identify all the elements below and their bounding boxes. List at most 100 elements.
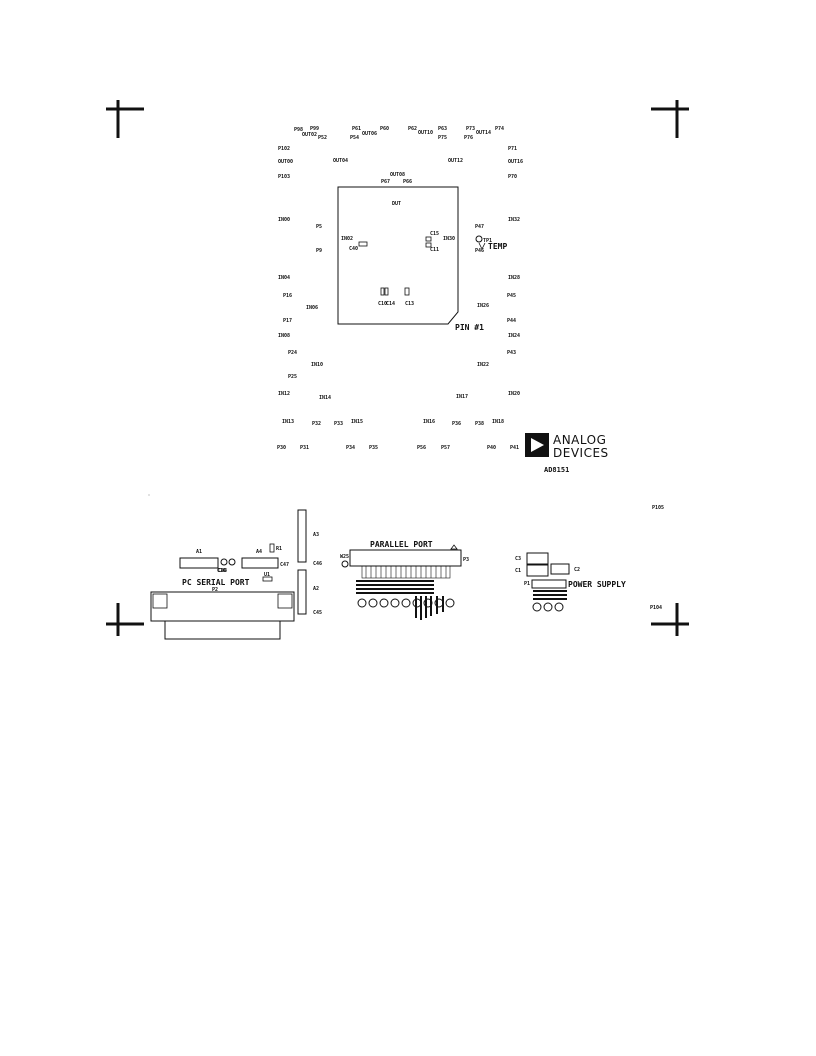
pin-label: P38 [475,421,484,427]
pin-label: IN30 [443,236,455,242]
pin-label: P60 [380,126,389,132]
pin-label: P34 [346,445,355,451]
u1-part [262,576,273,582]
pin-label: IN28 [508,275,520,281]
pin-label: IN14 [319,395,331,401]
pin-label: P45 [507,293,516,299]
bottom-pin-labels: IN13 P32 P33 IN15 IN16 P36 P38 IN18 IN17… [277,394,519,451]
pin-label: IN15 [351,419,363,425]
power-supply-traces [533,590,567,600]
pin-label: P30 [277,445,286,451]
parallel-port-title: PARALLEL PORT [370,540,433,549]
c16-label: C16 [217,568,226,574]
side-pin-labels: P102 OUT00 P103 OUT04 OUT08 P67 P66 OUT1… [278,146,523,401]
pin-label: P103 [278,174,290,180]
u1-label: U1 [264,572,270,578]
c1-label: C1 [515,568,521,574]
pin-label: IN02 [341,236,353,242]
testpoint [220,558,228,566]
pin-label: OUT06 [362,131,377,137]
cap-c10 [380,287,385,296]
pin-label: P47 [475,224,484,230]
logo-line2: DEVICES [553,446,609,460]
pin-label: P56 [417,445,426,451]
tp1-testpoint [475,235,483,243]
pin-label: P75 [438,135,447,141]
dut-outline [337,186,459,325]
pin-label: P31 [300,445,309,451]
temp-label: TEMP [488,242,507,251]
w25-label: W25 [340,554,349,560]
cap-c40-label: C40 [349,246,358,252]
pin-label: IN06 [306,305,318,311]
pin-label: IN10 [311,362,323,368]
pin-label: P5 [316,224,322,230]
pin-label: P46 [475,248,484,254]
cap-c3 [526,552,549,565]
pin-label: P35 [369,445,378,451]
pin-label: P74 [495,126,504,132]
pin-label: P41 [510,445,519,451]
pin-label: P24 [288,350,297,356]
cap-c2 [550,563,570,575]
p3-label: P3 [463,557,469,563]
pin-label: OUT04 [333,158,348,164]
a1-part [179,557,219,569]
cap-c1 [526,564,549,577]
pin-label: IN24 [508,333,520,339]
r1-part [269,543,275,553]
analog-devices-logo: ANALOG DEVICES [525,433,609,460]
testpoint [228,558,236,566]
pin-label: P67 [381,179,390,185]
pin-label: IN18 [492,419,504,425]
pin-label: OUT00 [278,159,293,165]
cap-c15 [425,236,432,242]
parallel-port-traces [415,596,444,620]
pin-label: IN08 [278,333,290,339]
parallel-port-testpoints [357,598,455,608]
pin-label: IN12 [278,391,290,397]
c46-label: C46 [313,561,322,567]
registration-marks [106,100,689,636]
pin-label: P32 [312,421,321,427]
logo-line1: ANALOG [553,433,606,447]
parallel-port-pins [356,565,451,594]
pin-label: P73 [466,126,475,132]
pin-label: P36 [452,421,461,427]
pin-label: P44 [507,318,516,324]
part-number: AD8151 [544,466,569,474]
c48-label: C48 [218,568,227,574]
cap-c13-label: C13 [405,301,414,307]
r1-label: R1 [276,546,282,552]
pin-label: IN00 [278,217,290,223]
parallel-port-connector [349,549,462,567]
cap-c14-label: C14 [386,301,395,307]
pin-label: P66 [403,179,412,185]
serial-port-connector [150,591,295,622]
cap-c11 [425,242,432,248]
pin-label: OUT08 [390,172,405,178]
power-supply-testpoints [532,602,564,612]
pin-label: IN16 [423,419,435,425]
pin-label: P99 [310,126,319,132]
pin-label: P70 [508,174,517,180]
pin-label: P9 [316,248,322,254]
pin-label: IN13 [282,419,294,425]
power-supply-connector [531,579,567,589]
testpoint [341,560,349,568]
pin-label: P52 [318,135,327,141]
pin1-label: PIN #1 [455,323,484,332]
cap-c11-label: C11 [430,247,439,253]
a4-label: A4 [256,549,262,555]
pin-label: P76 [464,135,473,141]
cap-c14 [384,287,389,296]
c3-label: C3 [515,556,521,562]
pin-label: OUT14 [476,130,491,136]
pin-label: OUT10 [418,130,433,136]
pin-label: P33 [334,421,343,427]
c2-label: C2 [574,567,580,573]
dut-title: DUT [392,201,401,207]
a2-strip [297,569,307,615]
pin-label: IN04 [278,275,290,281]
pin-label: P102 [278,146,290,152]
